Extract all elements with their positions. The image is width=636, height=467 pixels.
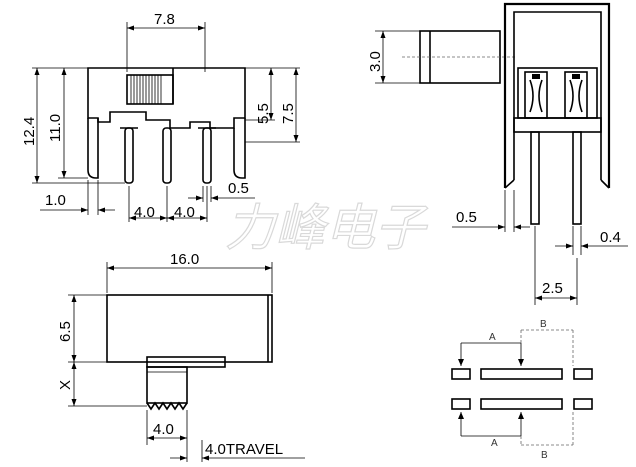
dim-tab-label: 1.0 [45, 192, 66, 209]
dim-travel-label: 4.0TRAVEL [205, 441, 283, 458]
dim-length-label: 16.0 [170, 251, 199, 268]
pin-middle [162, 127, 172, 184]
right-mount-tab [233, 118, 246, 179]
schem-bot-contact-right [573, 398, 593, 410]
left-mount-tab [87, 118, 99, 179]
schem-top-contact-left [451, 368, 471, 380]
dim-pin-spacing-label: 2.5 [542, 280, 563, 297]
side-pin-left [530, 131, 540, 225]
dim-pitch-left-label: 4.0 [134, 204, 155, 221]
dim-pin-label: 0.5 [228, 180, 249, 197]
dim-pitch-right-label: 4.0 [174, 204, 195, 221]
dim-width-label: 7.8 [154, 11, 175, 28]
schem-label-b-top: B [540, 319, 547, 330]
watermark-text: 力峰电子 [225, 199, 428, 257]
side-frame-inner [513, 11, 602, 180]
dim-x-label: X [57, 380, 74, 390]
dim-upper-label: 5.5 [255, 103, 272, 124]
side-frame-outer [503, 2, 611, 188]
side-pin-right [572, 131, 582, 225]
pin-right [202, 127, 212, 184]
dim-pin-width-label: 0.4 [600, 229, 621, 246]
slider-knob [146, 366, 188, 404]
dim-total-height-label: 12.4 [21, 117, 38, 146]
front-view: 7.8 12.4 11.0 5.5 7.5 1.0 4.0 4.0 [21, 11, 300, 222]
schem-bot-contact-left [451, 398, 471, 410]
switch-schematic: A B A B [451, 319, 593, 461]
schem-top-slider [480, 368, 563, 380]
schem-top-contact-right [573, 368, 593, 380]
knob-serration [146, 401, 188, 411]
side-view: 3.0 0.5 0.4 2. [367, 2, 628, 305]
schem-label-a-bottom: A [491, 438, 498, 449]
contact-left [524, 71, 548, 119]
schem-label-a-top: A [489, 332, 496, 343]
schem-label-b-bottom: B [541, 450, 548, 461]
side-base [513, 117, 602, 133]
dim-body-height-label: 11.0 [47, 114, 64, 142]
dim-actuator-label: 3.0 [367, 51, 384, 72]
contact-right [564, 71, 588, 119]
actuator-ribs [130, 75, 162, 104]
top-body [106, 294, 273, 363]
dim-upper-total-label: 7.5 [280, 103, 297, 124]
top-view: 16.0 6.5 X 4.0 4.0TRAVEL [57, 251, 305, 462]
dim-depth-label: 6.5 [57, 321, 74, 342]
pin-left [124, 127, 134, 184]
dim-pin-thick-label: 0.5 [456, 209, 477, 226]
dim-knob-label: 4.0 [153, 421, 174, 438]
front-body-outline [87, 67, 246, 129]
schem-bot-slider [480, 398, 563, 410]
